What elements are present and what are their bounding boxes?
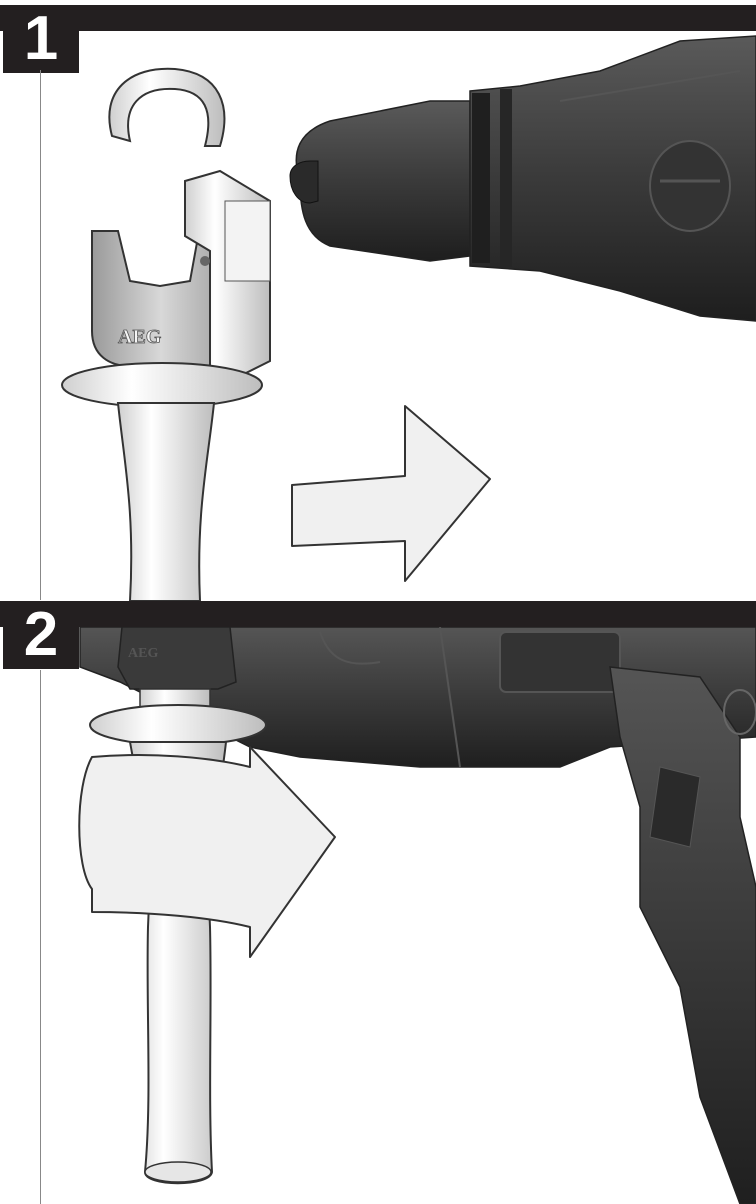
push-right-arrow-icon <box>291 405 491 582</box>
step-2-number: 2 <box>3 601 79 669</box>
step-2-illustration: AEG <box>0 627 756 1204</box>
step-1-header-bar <box>0 5 756 31</box>
handle-logo: AEG <box>118 326 162 348</box>
step-1-number: 1 <box>3 5 79 73</box>
step-2-margin-line <box>40 670 41 1204</box>
rotate-clockwise-arrow-icon <box>78 746 336 958</box>
step-2-header-bar <box>0 601 756 627</box>
side-handle: AEG <box>61 67 271 601</box>
step-1-illustration: AEG <box>0 31 756 601</box>
handle-logo: AEG <box>128 646 158 661</box>
drill-body <box>289 35 756 322</box>
step-1-margin-line <box>40 70 41 600</box>
